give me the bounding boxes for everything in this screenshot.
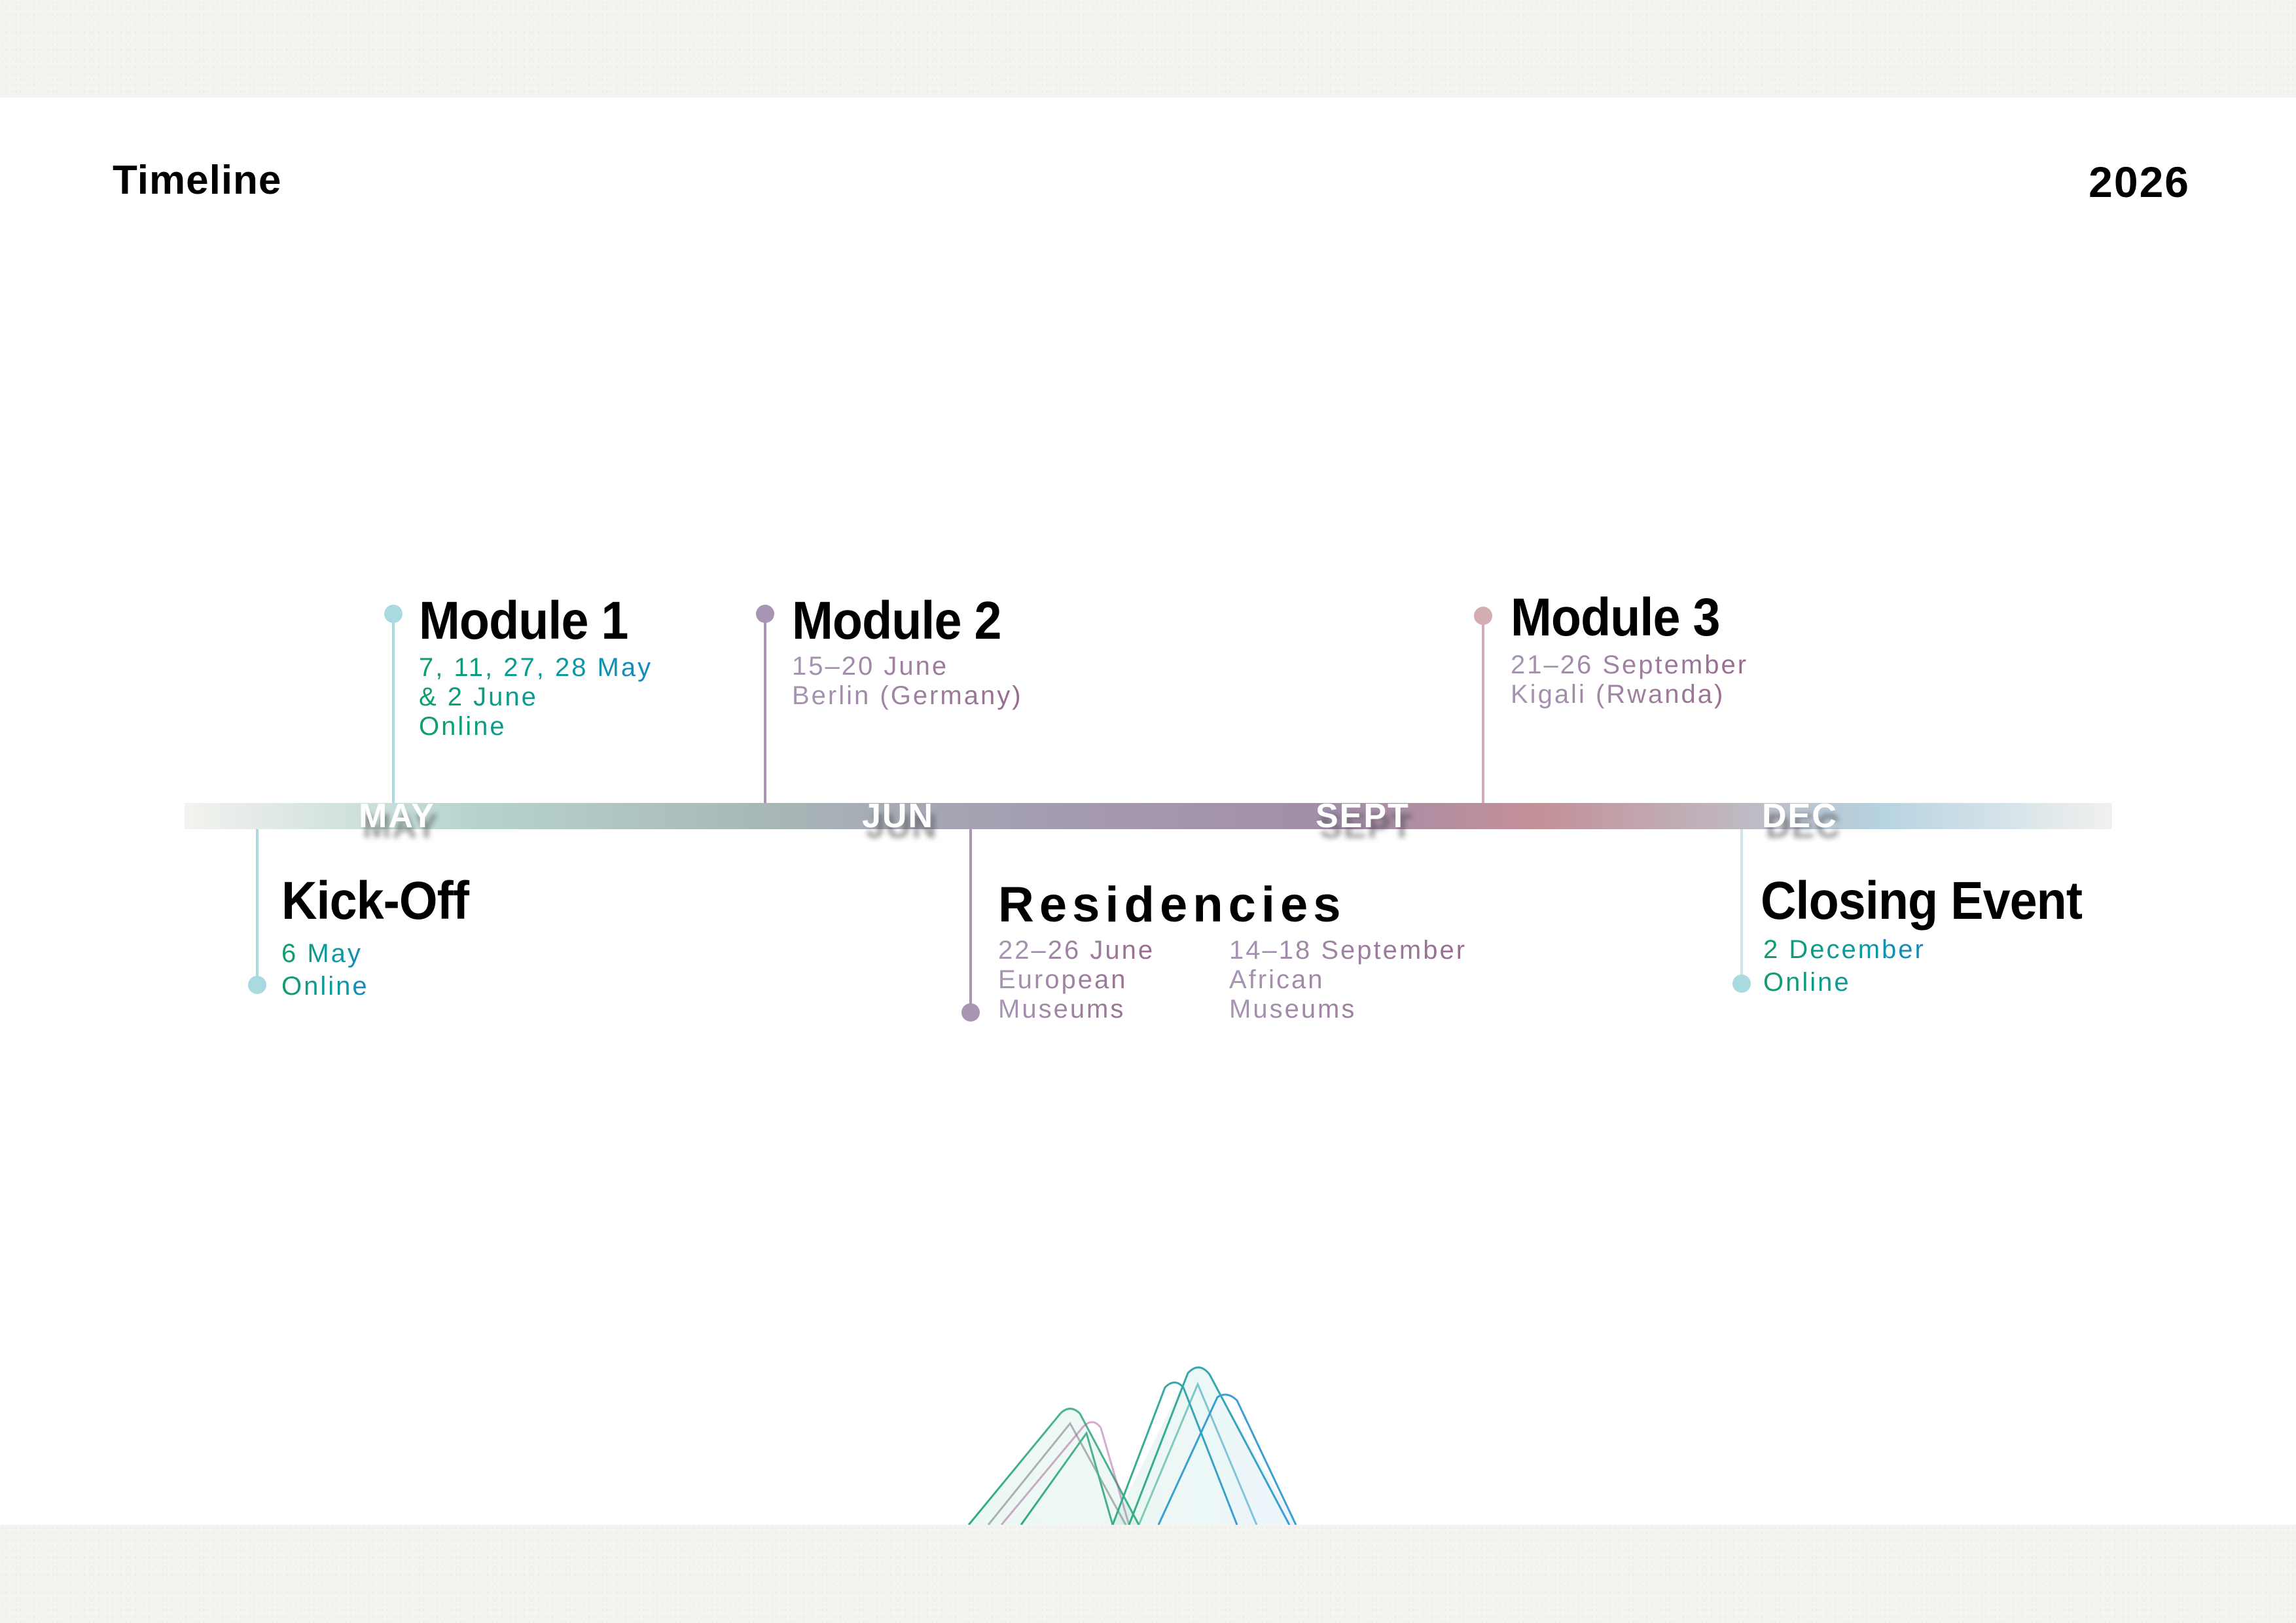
event-location: Kigali (Rwanda): [1511, 680, 1725, 709]
month-label-sept: SEPT: [1316, 797, 1410, 835]
event-dates: 2 December: [1763, 935, 1926, 964]
residency-europe-details: 22–26 June European Museums: [998, 936, 1155, 1024]
event-location-cont: Museums: [998, 995, 1126, 1024]
event-title: Closing Event: [1761, 871, 2083, 931]
connector-line: [969, 829, 972, 1012]
event-title: Residencies: [998, 877, 1346, 933]
timeline-dot-icon: [1732, 974, 1751, 993]
event-title: Kick-Off: [281, 871, 469, 931]
event-location: Online: [281, 972, 369, 1001]
event-details: 15–20 June Berlin (Germany): [792, 652, 1023, 711]
event-dates: 21–26 September: [1511, 651, 1749, 679]
event-dates: 22–26 June: [998, 936, 1155, 965]
top-paper-band: [0, 0, 2296, 98]
event-title: Module 1: [419, 591, 628, 651]
event-details: 21–26 September Kigali (Rwanda): [1511, 651, 1748, 709]
event-details: 6 May Online: [281, 937, 369, 1003]
residency-africa-details: 14–18 September African Museums: [1229, 936, 1467, 1024]
event-title: Module 3: [1511, 588, 1720, 647]
event-dates: 14–18 September: [1229, 936, 1467, 965]
event-dates-extra: & 2 June: [419, 683, 538, 711]
event-dates: 7, 11, 27, 28 May: [419, 653, 653, 682]
mountain-wave-graphic-icon: [967, 1366, 1297, 1525]
connector-line: [1482, 616, 1484, 803]
event-dates: 6 May: [281, 939, 363, 968]
month-label-jun: JUN: [862, 797, 935, 835]
timeline-dot-icon: [1474, 607, 1492, 625]
bottom-paper-band: [0, 1525, 2296, 1623]
event-location-cont: Museums: [1229, 995, 1357, 1024]
event-location: African: [1229, 965, 1325, 994]
page-year: 2026: [2089, 158, 2190, 206]
event-dates: 15–20 June: [792, 652, 949, 681]
connector-line: [1740, 829, 1743, 984]
connector-line: [256, 829, 259, 985]
connector-line: [764, 614, 766, 803]
event-details: 7, 11, 27, 28 May & 2 June Online: [419, 653, 653, 741]
timeline-bar: [185, 803, 2112, 829]
timeline-dot-icon: [248, 976, 266, 994]
timeline-dot-icon: [384, 605, 403, 623]
event-location: Berlin (Germany): [792, 681, 1023, 710]
timeline-dot-icon: [961, 1003, 980, 1022]
month-label-dec: DEC: [1762, 797, 1838, 835]
page-title: Timeline: [113, 158, 282, 203]
event-title: Module 2: [792, 591, 1001, 651]
event-location: Online: [419, 712, 507, 741]
event-details: 2 December Online: [1763, 933, 1926, 999]
event-location: Online: [1763, 968, 1851, 997]
event-location: European: [998, 965, 1128, 994]
connector-line: [392, 614, 395, 803]
month-label-may: MAY: [359, 797, 435, 835]
timeline-dot-icon: [756, 605, 774, 623]
